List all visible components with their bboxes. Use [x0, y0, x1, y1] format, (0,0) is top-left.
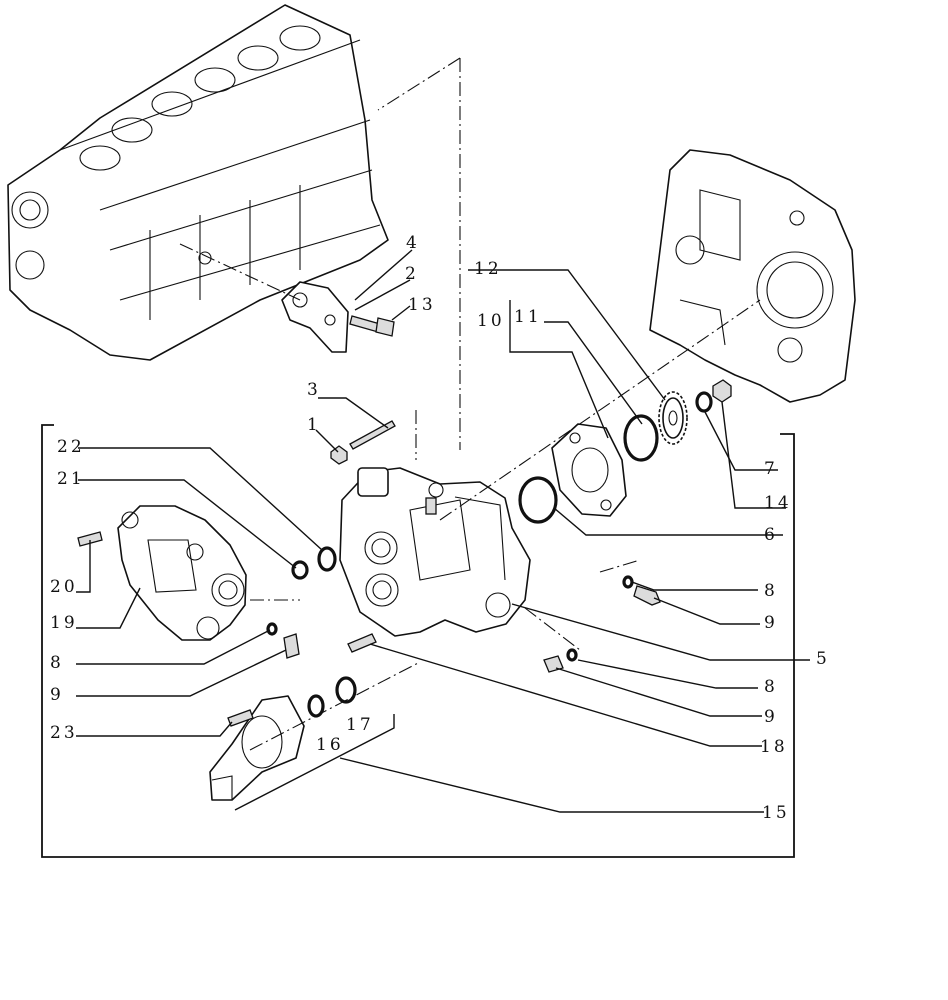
callout-13: 13 [408, 295, 436, 315]
timing-gear-housing [649, 149, 856, 403]
kit-frame [41, 424, 795, 858]
callout-9c: 9 [50, 685, 64, 705]
callout-8c: 8 [50, 653, 64, 673]
callout-16: 16 [316, 735, 344, 755]
leader-lines [76, 249, 810, 813]
callout-1: 1 [307, 415, 321, 435]
callout-23: 23 [50, 723, 78, 743]
valve-kit-bracket [234, 714, 395, 811]
callout-15: 15 [762, 803, 790, 823]
callout-21: 21 [57, 469, 85, 489]
screw-13 [349, 315, 395, 337]
callout-14: 14 [764, 493, 792, 513]
callout-6: 6 [764, 525, 778, 545]
gear-nut [712, 379, 732, 403]
engine-block [7, 4, 389, 361]
callout-17: 17 [346, 715, 374, 735]
assembly-axes [179, 57, 761, 751]
pump-bracket [281, 281, 349, 353]
metering-valve [209, 695, 305, 801]
callout-7: 7 [764, 459, 778, 479]
callout-8b: 8 [764, 677, 778, 697]
callout-20: 20 [50, 577, 78, 597]
callout-10: 10 [477, 311, 505, 331]
callout-2: 2 [405, 264, 419, 284]
stud-bolt [349, 420, 396, 450]
callout-19: 19 [50, 613, 78, 633]
callout-4: 4 [406, 233, 420, 253]
callout-18: 18 [760, 737, 788, 757]
nut-1 [330, 445, 348, 465]
pump-gear [658, 391, 688, 445]
pump-flange [551, 423, 627, 517]
callout-11: 11 [514, 307, 542, 327]
callout-3: 3 [307, 380, 321, 400]
callout-labels: 1 2 3 4 5 6 7 8 8 8 9 9 9 10 11 12 13 14… [50, 233, 830, 823]
callout-22: 22 [57, 437, 85, 457]
callout-12: 12 [474, 259, 502, 279]
screw-20 [77, 531, 103, 547]
callout-9a: 9 [764, 613, 778, 633]
feed-pump [117, 505, 247, 641]
high-pressure-pump [339, 467, 531, 637]
callout-5: 5 [816, 649, 830, 669]
callout-8a: 8 [764, 581, 778, 601]
callout-9b: 9 [764, 707, 778, 727]
